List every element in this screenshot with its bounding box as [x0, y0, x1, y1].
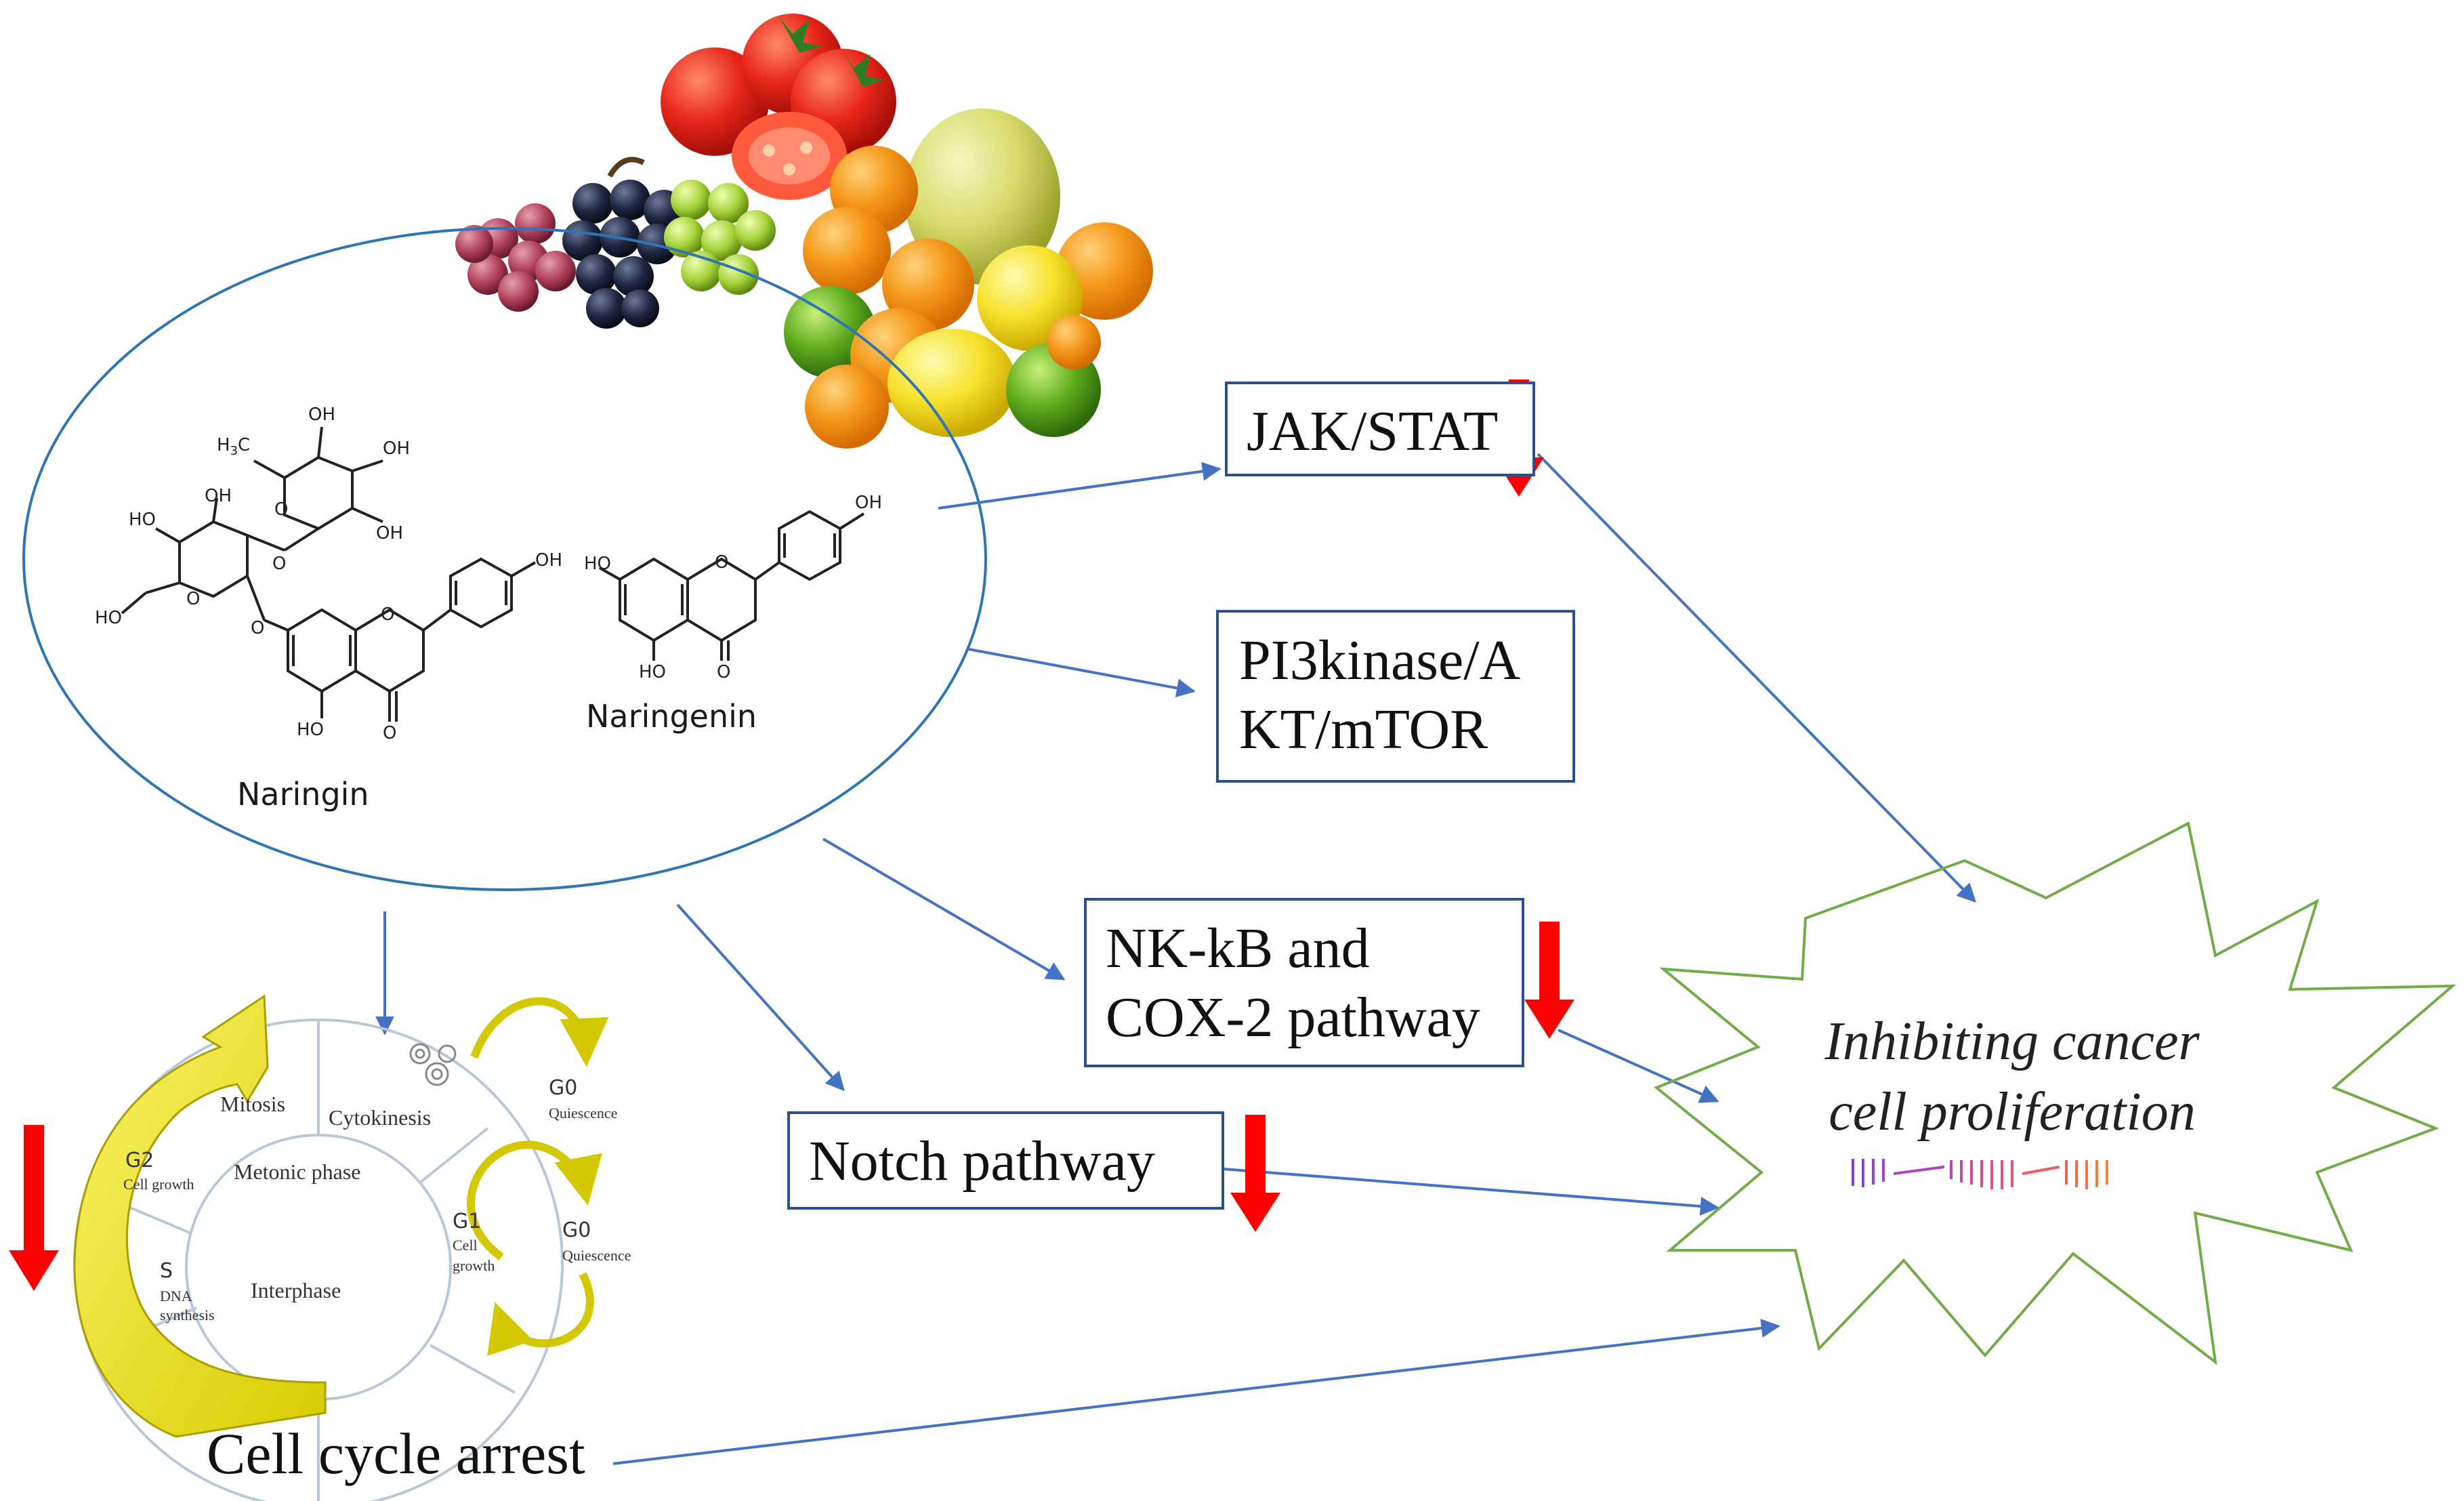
arrow-nfkb-to-outcome [1558, 1029, 1719, 1103]
notch-box: Notch pathway [787, 1111, 1224, 1210]
svg-text:OH: OH [535, 550, 562, 571]
jak-stat-box: JAK/STAT [1225, 382, 1535, 476]
s-label: S [160, 1259, 173, 1283]
arrow-to-pi3k [968, 648, 1196, 698]
g1-sub2-label: growth [453, 1257, 495, 1274]
svg-text:OH: OH [855, 493, 882, 513]
compound-ellipse [22, 227, 987, 891]
naringin-label: Naringin [237, 776, 369, 813]
s-sub2-label: synthesis [160, 1307, 215, 1323]
g1-label: G1 [453, 1210, 481, 1233]
svg-text:H3C: H3C [217, 435, 250, 458]
svg-text:HO: HO [584, 554, 611, 574]
svg-text:O: O [272, 554, 286, 574]
g0-mid-sub-label: Quiescence [562, 1247, 631, 1264]
svg-text:O: O [381, 604, 394, 625]
arrow-jak-to-outcome [1537, 453, 1976, 903]
arrow-to-notch [676, 903, 845, 1092]
svg-text:HO: HO [297, 720, 324, 740]
nfkb-cox2-box: NK-kB and COX-2 pathway [1084, 898, 1524, 1067]
cell-cycle-diagram: Mitosis Cytokinesis Metonic phase Interp… [73, 994, 631, 1501]
svg-text:OH: OH [383, 438, 410, 459]
s-sub1-label: DNA [160, 1288, 192, 1304]
svg-text:HO: HO [95, 608, 122, 628]
svg-text:O: O [251, 618, 264, 638]
svg-text:OH: OH [205, 486, 232, 506]
g2-sub-label: Cell growth [123, 1176, 194, 1193]
naringenin-structure-icon [599, 510, 865, 661]
outcome-line2: cell proliferation [1829, 1082, 2196, 1142]
connector-arrows [375, 453, 1976, 1465]
svg-text:OH: OH [376, 523, 403, 543]
arrow-arrest-to-outcome [612, 1319, 1780, 1465]
mitosis-label: Mitosis [220, 1092, 285, 1116]
g0-top-sub-label: Quiescence [549, 1105, 617, 1122]
svg-text:HO: HO [639, 662, 666, 682]
pi3k-label-line1: PI3kinase/A [1239, 629, 1521, 692]
g2-label: G2 [125, 1149, 154, 1172]
interphase-label: Interphase [251, 1278, 341, 1302]
svg-text:HO: HO [129, 510, 156, 530]
svg-text:O: O [186, 589, 200, 609]
fruits-image-icon [455, 14, 1153, 449]
notch-label: Notch pathway [809, 1130, 1155, 1193]
naringin-structure-icon [121, 426, 536, 722]
pi3k-label-line2: KT/mTOR [1239, 698, 1488, 761]
metonic-phase-label: Metonic phase [234, 1159, 361, 1184]
outcome-line1: Inhibiting cancer [1824, 1012, 2200, 1071]
svg-text:O: O [717, 662, 730, 682]
notch-down-arrow [1230, 1115, 1280, 1232]
g1-sub1-label: Cell [453, 1237, 478, 1254]
g0-top-label: G0 [549, 1076, 577, 1100]
cell-cycle-arrest-label: Cell cycle arrest [207, 1421, 585, 1486]
pi3k-akt-mtor-box: PI3kinase/A KT/mTOR [1216, 610, 1575, 783]
arrow-to-nfkb [822, 838, 1066, 981]
naringenin-atom-labels: HO O OH HO O [584, 493, 882, 682]
naringenin-label: Naringenin [586, 698, 757, 735]
arrow-notch-to-outcome [1222, 1168, 1719, 1216]
decorative-glyph-row [1852, 1159, 2108, 1189]
nfkb-label-line1: NK-kB and [1106, 917, 1370, 980]
svg-text:O: O [383, 723, 396, 743]
nfkb-down-arrow [1524, 922, 1574, 1039]
arrow-to-jak-stat [938, 461, 1221, 510]
svg-text:O: O [715, 552, 728, 573]
svg-text:O: O [274, 499, 288, 520]
nfkb-label-line2: COX-2 pathway [1106, 986, 1480, 1049]
star-burst-shape [1654, 821, 2457, 1365]
cytokinesis-label: Cytokinesis [329, 1105, 431, 1130]
g0-mid-label: G0 [562, 1218, 591, 1242]
svg-text:OH: OH [308, 405, 335, 425]
jak-stat-label: JAK/STAT [1247, 400, 1499, 463]
cell-cycle-down-arrow [9, 1125, 59, 1291]
outcome-text: Inhibiting cancer cell proliferation [1795, 1006, 2229, 1147]
naringin-atom-labels: H3C OH OH OH O O OH HO HO O O O HO O OH [95, 405, 562, 743]
